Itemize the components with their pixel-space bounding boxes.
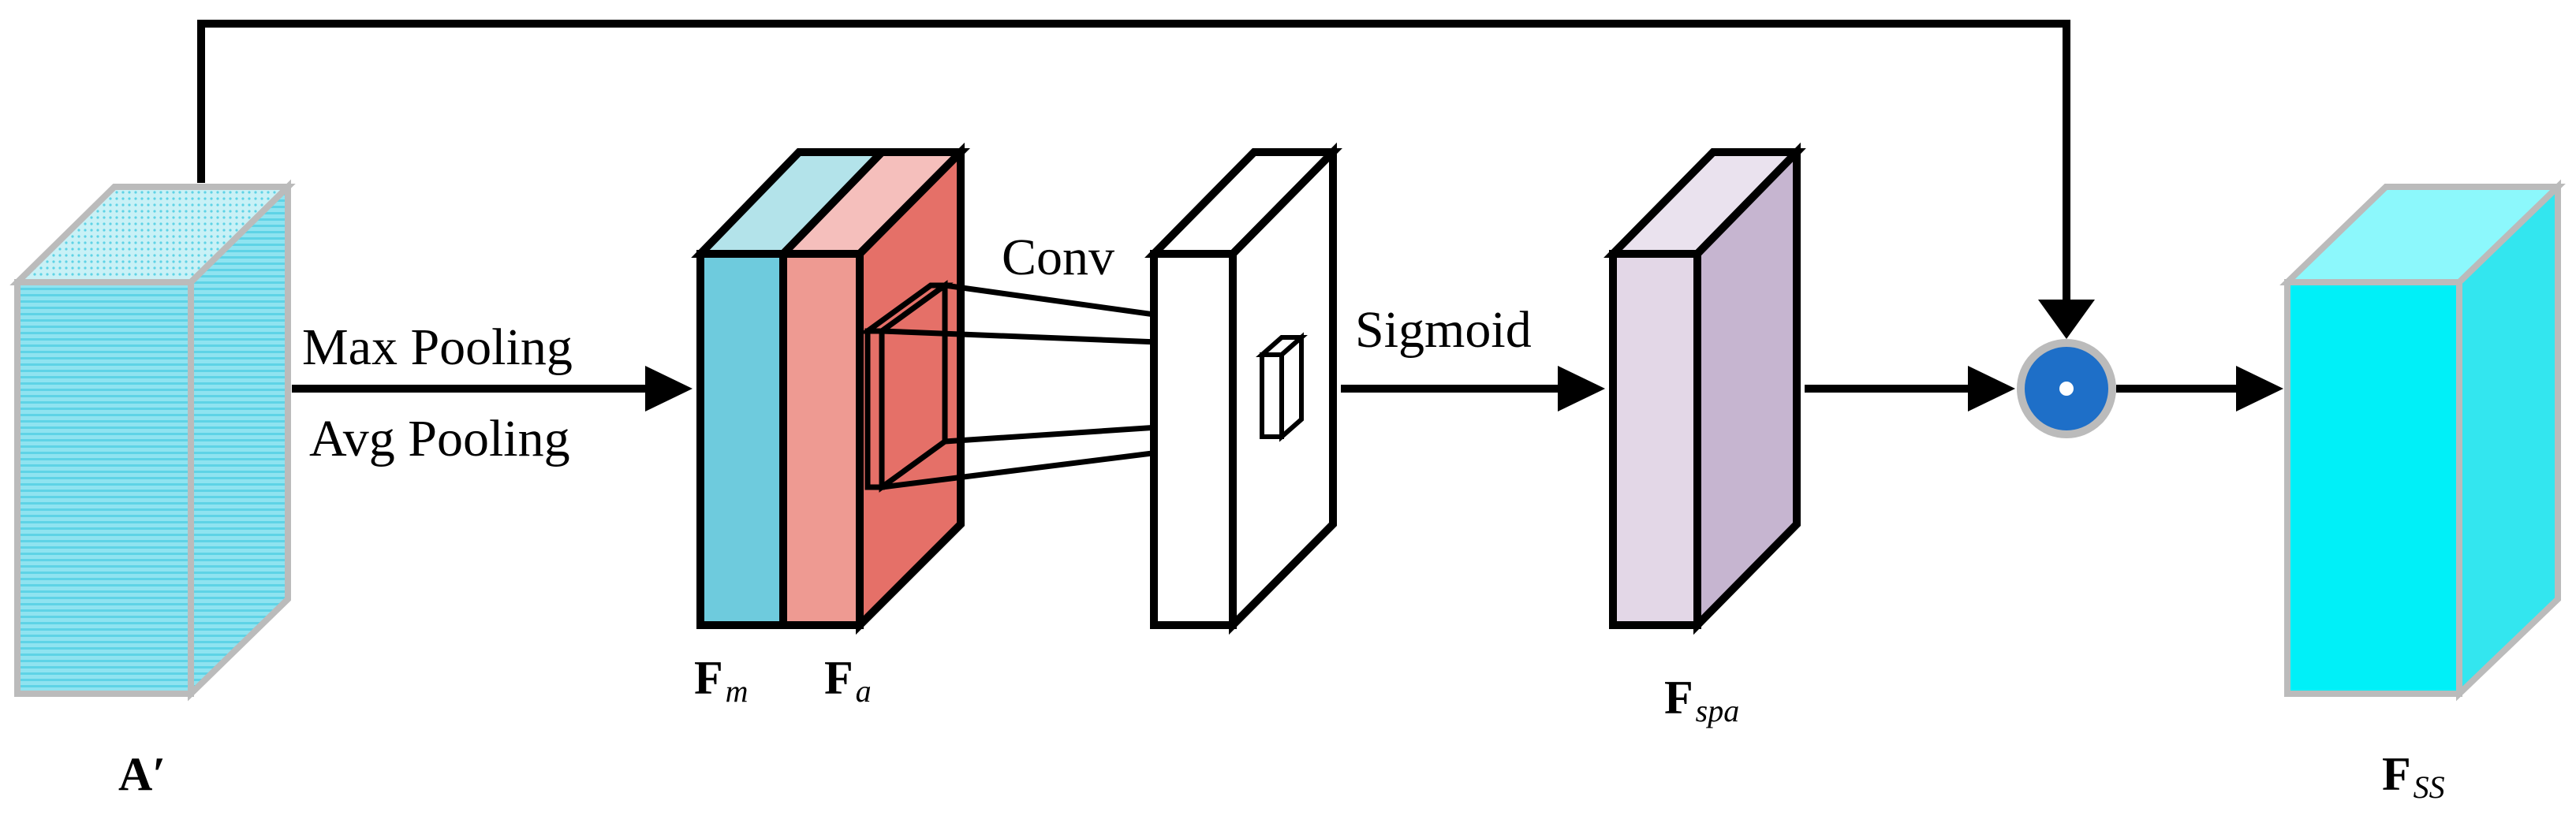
avg-pooling-label: Avg Pooling [309, 410, 570, 467]
pooling-arrow [292, 366, 693, 412]
fm-label: Fm [694, 652, 749, 709]
conv-label: Conv [1002, 229, 1114, 286]
fa-front [779, 250, 864, 629]
elementwise-multiply-icon [2017, 339, 2116, 438]
sigmoid-arrow [1341, 366, 1605, 412]
fss-label: FSS [2382, 748, 2445, 805]
max-pooling-label: Max Pooling [302, 318, 573, 376]
pooled-feature-maps [691, 142, 971, 635]
fm-front [696, 250, 787, 629]
input-tensor-cube [9, 179, 296, 702]
output-tensor-cube [2279, 179, 2566, 702]
spatial-attention-map [1603, 142, 1806, 635]
conv-kernel-output [1256, 332, 1308, 442]
fa-label: Fa [824, 652, 872, 709]
fspa-label: Fspa [1664, 672, 1739, 728]
sigmoid-label: Sigmoid [1355, 301, 1532, 359]
conv-output-map [1144, 142, 1342, 635]
fspa-to-multiply-arrow [1805, 366, 2015, 412]
multiply-to-output-arrow [2116, 366, 2283, 412]
skip-connection [197, 20, 2095, 339]
input-label: A′ [118, 748, 166, 800]
input-cube-front [14, 279, 194, 697]
